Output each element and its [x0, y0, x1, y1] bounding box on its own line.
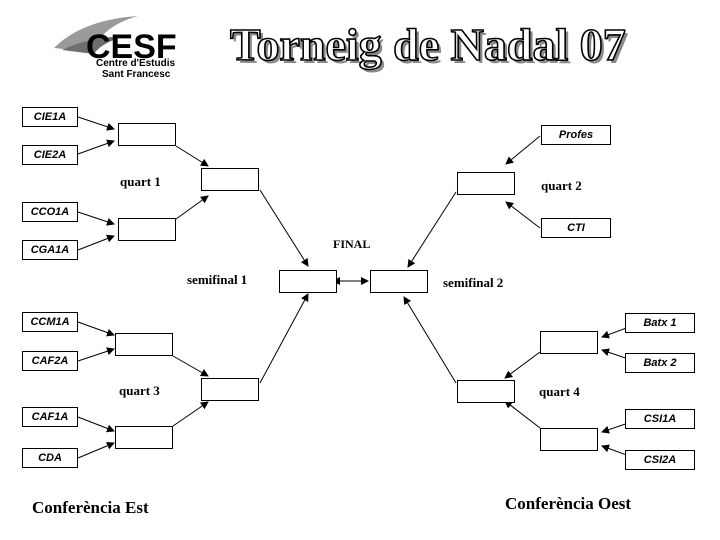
bracket-slot — [201, 168, 259, 191]
bracket-slot — [201, 378, 259, 401]
team-box: CGA1A — [22, 240, 78, 260]
arrow-cie2a — [77, 139, 115, 155]
arrow-r1c-q3 — [172, 355, 209, 377]
arrow-r1b-q1 — [175, 195, 209, 220]
team-box: CIE2A — [22, 145, 78, 165]
arrow-caf2a — [77, 347, 115, 362]
team-box: CAF2A — [22, 351, 78, 371]
arrow-cie1a — [77, 116, 115, 131]
label-semifinal-1: semifinal 1 — [187, 272, 248, 287]
label-quart-3: quart 3 — [119, 383, 160, 398]
arrow-ccm1a — [77, 321, 115, 337]
team-box: CSI2A — [625, 450, 695, 470]
arrow-r1f-q4 — [504, 400, 541, 429]
bracket-slot — [118, 123, 176, 146]
bracket-slot — [115, 426, 173, 449]
arrow-q3-semi1 — [259, 293, 309, 384]
logo-line-1: Centre d'Estudis — [96, 58, 176, 69]
logo-wordmark: CESF — [86, 28, 177, 66]
arrow-r1e-q4 — [504, 351, 541, 379]
cesf-logo: CESF Centre d'Estudis Sant Francesc — [52, 14, 192, 86]
arrow-caf1a — [77, 416, 115, 433]
logo-swoosh-icon: CESF — [54, 16, 177, 66]
arrow-cda — [77, 442, 115, 459]
logo-line-2: Sant Francesc — [102, 69, 171, 80]
bracket-slot — [279, 270, 337, 293]
arrow-r1a-q1 — [175, 145, 209, 167]
team-box: CSI1A — [625, 409, 695, 429]
page-title: Torneig de Nadal 07 — [229, 18, 626, 71]
label-quart-2: quart 2 — [541, 178, 582, 193]
team-box: CIE1A — [22, 107, 78, 127]
team-box: CTI — [541, 218, 611, 238]
arrow-r1d-q3 — [172, 401, 209, 427]
team-box: CCO1A — [22, 202, 78, 222]
bracket-slot — [118, 218, 176, 241]
team-box: Batx 2 — [625, 353, 695, 373]
bracket-slot — [115, 333, 173, 356]
bracket-slot — [370, 270, 428, 293]
team-box: Profes — [541, 125, 611, 145]
arrow-q4-semi2 — [403, 296, 457, 384]
label-final: FINAL — [333, 237, 371, 251]
arrow-q2-semi2 — [407, 191, 457, 268]
bracket-slot — [540, 331, 598, 354]
bracket-slot — [457, 380, 515, 403]
team-box: CAF1A — [22, 407, 78, 427]
conference-west: Conferència Oest — [505, 494, 632, 513]
label-semifinal-2: semifinal 2 — [443, 275, 504, 290]
label-quart-4: quart 4 — [539, 384, 580, 399]
conference-east: Conferència Est — [32, 498, 149, 517]
label-quart-1: quart 1 — [120, 174, 161, 189]
team-box: CDA — [22, 448, 78, 468]
team-box: Batx 1 — [625, 313, 695, 333]
arrow-q1-semi1 — [259, 189, 309, 267]
team-box: CCM1A — [22, 312, 78, 332]
bracket-slot — [457, 172, 515, 195]
arrow-cga1a — [77, 234, 115, 251]
arrow-profes — [505, 135, 541, 165]
bracket-slot — [540, 428, 598, 451]
arrow-cti — [505, 201, 541, 229]
arrow-cco1a — [77, 211, 115, 226]
